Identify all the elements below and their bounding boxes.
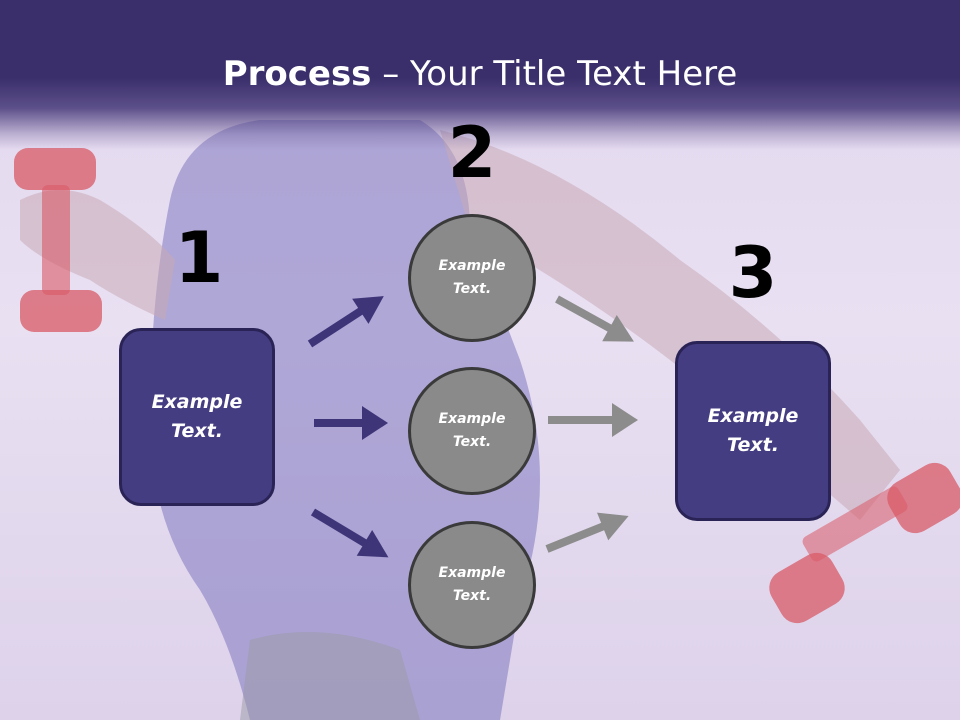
arrow-middle-to-step-3	[548, 403, 638, 437]
step-number-2: 2	[447, 112, 497, 194]
title-rest: – Your Title Text Here	[371, 54, 738, 94]
arrow-to-bottom-circle	[310, 508, 389, 558]
slide-title: Process – Your Title Text Here	[0, 52, 960, 96]
step-2-circle-bottom: Example Text.	[408, 521, 536, 649]
step-2-circle-top: Example Text.	[408, 214, 536, 342]
circle-text: Example Text.	[438, 258, 506, 297]
step-number-1: 1	[174, 217, 224, 299]
arrow-top-to-step-3	[555, 295, 634, 342]
arrow-to-middle-circle	[314, 406, 388, 440]
title-bold: Process	[222, 54, 372, 94]
step-1-text: Example Text.	[151, 391, 243, 442]
step-3-text: Example Text.	[707, 405, 799, 456]
circle-text: Example Text.	[438, 565, 506, 604]
step-2-circle-middle: Example Text.	[408, 367, 536, 495]
title-band	[0, 0, 960, 150]
step-3-box: Example Text.	[675, 341, 831, 521]
step-number-3: 3	[728, 232, 778, 314]
arrow-to-top-circle	[307, 296, 384, 348]
arrow-bottom-to-step-3	[545, 512, 629, 553]
step-1-box: Example Text.	[119, 328, 275, 506]
circle-text: Example Text.	[438, 411, 506, 450]
